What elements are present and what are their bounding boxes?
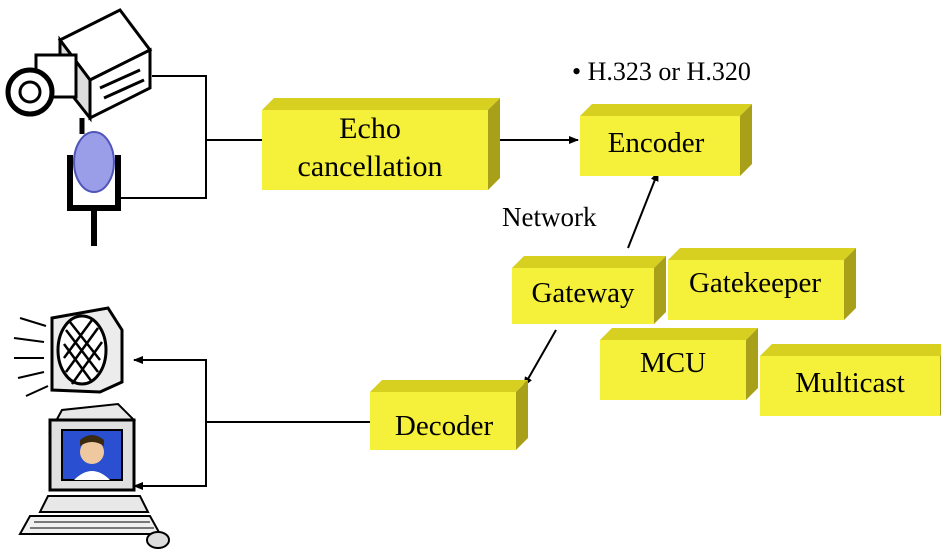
encoder-box-side [740,104,752,176]
encoder-box [580,104,752,176]
mcu-box [600,328,758,400]
decoder-box-top [370,380,528,392]
multicast-label: Multicast [795,367,905,399]
gatekeeper-box-top [668,248,856,260]
gatekeeper-label: Gatekeeper [689,267,821,299]
echo-label-line1: Echo [339,112,401,145]
decoder-box-front [370,392,516,450]
multicast-box-top [760,344,941,356]
gateway-label: Gateway [531,277,635,309]
gateway-to-decoder-arrow [523,329,557,387]
echo-box [262,98,500,190]
gateway-box [512,256,666,324]
camera-link [152,75,262,141]
gatekeeper-box [668,248,856,320]
computer-arrow [133,422,207,490]
multicast-box [760,344,941,416]
video-camera-icon [5,8,153,134]
mcu-label: MCU [640,347,706,379]
mcu-box-side [746,328,758,400]
echo-box-top [262,98,500,110]
echo-box-front [262,110,488,190]
multicast-box-front [760,356,940,416]
encoder-box-front [580,116,740,176]
decoder-box [370,380,528,450]
echo-label-line2: cancellation [298,150,443,183]
gateway-box-top [512,256,666,268]
gateway-box-side [654,256,666,324]
network-label: Network [502,202,597,232]
protocol-note: • H.323 or H.320 [572,57,751,86]
encoder-label: Encoder [608,127,705,159]
speaker-arrow [133,356,207,422]
encoder-box-top [580,104,752,116]
mcu-box-top [600,328,758,340]
microphone-icon [67,131,121,246]
microphone-link [120,140,207,199]
connectors [120,75,659,490]
mcu-box-front [600,340,746,400]
echo-box-side [488,98,500,190]
gatekeeper-box-front [668,260,844,320]
gatekeeper-box-side [844,248,856,320]
speaker-icon [13,306,124,397]
gateway-to-encoder-arrow [627,171,659,249]
decoder-box-side [516,380,528,450]
computer-monitor-icon [18,402,170,549]
decoder-label: Decoder [395,410,494,442]
component-boxes [262,98,941,450]
gateway-box-front [512,268,654,324]
